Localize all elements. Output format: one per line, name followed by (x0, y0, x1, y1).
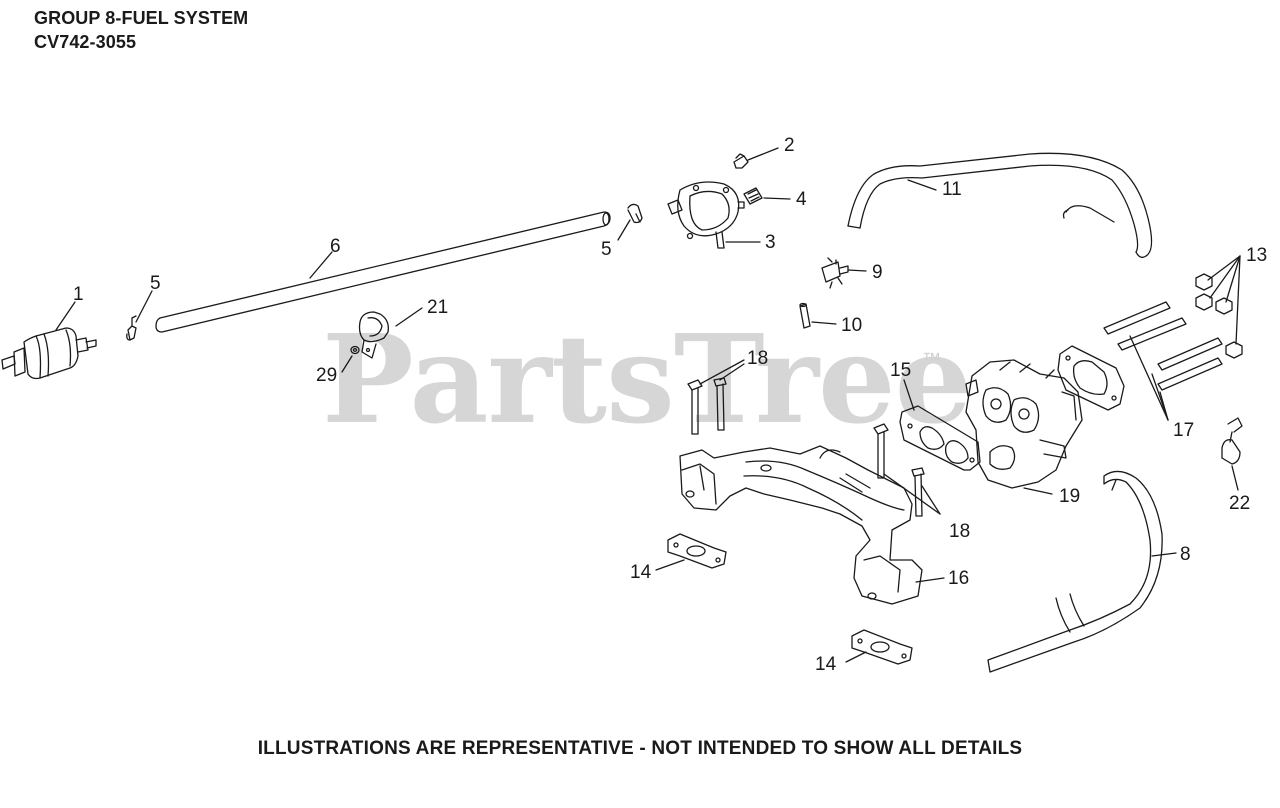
part-9-connector[interactable] (821, 257, 849, 289)
part-21-clip[interactable] (358, 311, 389, 359)
callout-21[interactable]: 21 (427, 297, 448, 318)
part-18-bolt[interactable] (873, 423, 925, 517)
callout-10[interactable]: 10 (841, 315, 862, 336)
callout-5[interactable]: 5 (601, 239, 612, 260)
part-19-throttle-body[interactable] (965, 359, 1083, 489)
part-15-gasket[interactable] (899, 405, 981, 471)
callout-11[interactable]: 11 (942, 179, 962, 200)
watermark-logo: PartsTree (322, 307, 972, 451)
part-13-nut[interactable] (1195, 273, 1243, 359)
callout-19[interactable]: 19 (1059, 486, 1080, 507)
callout-8[interactable]: 8 (1180, 544, 1191, 565)
callout-16[interactable]: 16 (948, 568, 969, 589)
header: GROUP 8-FUEL SYSTEM CV742-3055 (34, 6, 248, 54)
part-17-adapter-plate[interactable] (1057, 345, 1125, 411)
callout-labels: 1 5 6 5 2 4 3 9 10 11 21 29 18 15 18 19 … (73, 135, 1267, 675)
part-6-fuel-line[interactable] (155, 211, 611, 333)
part-22-clamp[interactable] (1221, 417, 1243, 465)
callout-9[interactable]: 9 (872, 262, 883, 283)
part-11-fuel-hose[interactable] (847, 152, 1153, 258)
disclaimer-note: ILLUSTRATIONS ARE REPRESENTATIVE - NOT I… (257, 738, 1023, 759)
part-5-hose-clamp[interactable] (126, 315, 137, 341)
callout-1[interactable]: 1 (73, 284, 84, 305)
model-number: CV742-3055 (34, 32, 137, 52)
part-2-fitting[interactable] (733, 153, 749, 169)
part-29-washer[interactable] (350, 345, 360, 355)
callout-3[interactable]: 3 (765, 232, 776, 253)
callout-29[interactable]: 29 (316, 365, 337, 386)
callout-13[interactable]: 13 (1246, 245, 1267, 266)
callout-18[interactable]: 18 (949, 521, 970, 542)
leader-lines (55, 147, 1241, 663)
part-10-pin[interactable] (799, 302, 811, 329)
part-8-fuel-hose[interactable] (987, 470, 1163, 673)
part-17-stud[interactable] (1103, 301, 1223, 391)
part-5-hose-clamp[interactable] (627, 203, 643, 224)
callout-15[interactable]: 15 (890, 360, 911, 381)
part-4-filter-element[interactable] (743, 187, 763, 205)
callout-5[interactable]: 5 (150, 273, 161, 294)
part-14-gasket[interactable] (667, 533, 727, 569)
callout-2[interactable]: 2 (784, 135, 795, 156)
callout-14[interactable]: 14 (630, 562, 652, 583)
diagram-title: GROUP 8-FUEL SYSTEM (34, 8, 249, 28)
callout-6[interactable]: 6 (330, 236, 341, 257)
callout-22[interactable]: 22 (1229, 493, 1250, 514)
part-18-bolt[interactable] (687, 377, 727, 435)
callout-14[interactable]: 14 (815, 654, 837, 675)
callout-18[interactable]: 18 (747, 348, 768, 369)
part-14-gasket[interactable] (851, 629, 913, 665)
part-1-fuel-filter[interactable] (1, 327, 97, 380)
callout-4[interactable]: 4 (796, 189, 807, 210)
part-3-fuel-pump[interactable] (667, 181, 745, 249)
callout-17[interactable]: 17 (1173, 420, 1194, 441)
part-16-intake-manifold[interactable] (679, 445, 923, 605)
watermark-trademark: ™ (922, 350, 941, 371)
